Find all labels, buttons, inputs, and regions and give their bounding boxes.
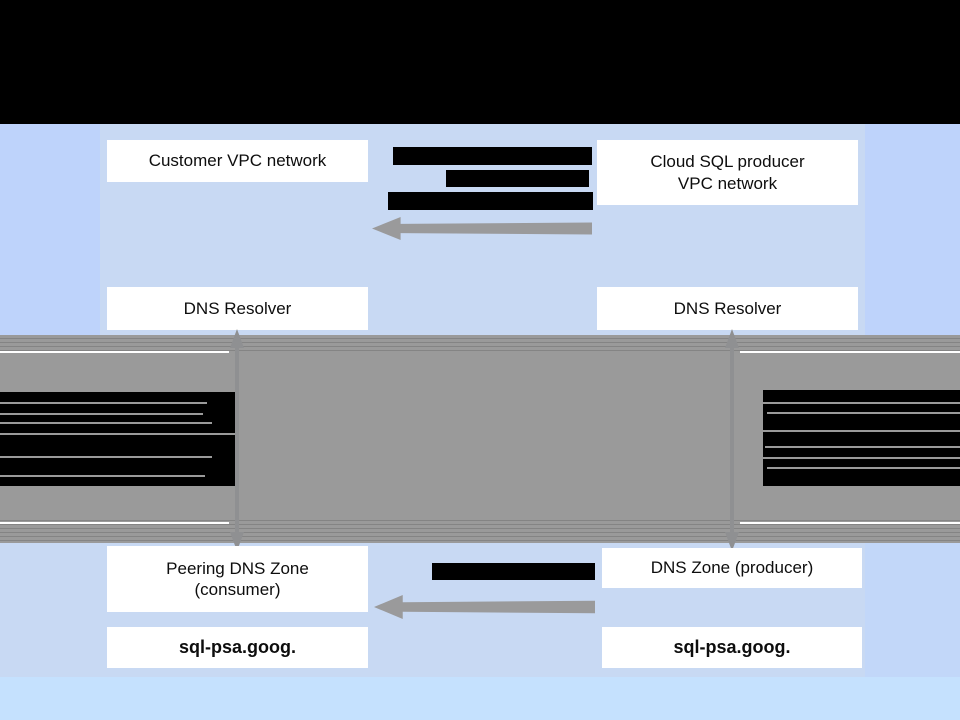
vertical-double-arrow-right bbox=[725, 329, 739, 551]
arrow-up-icon bbox=[230, 329, 244, 348]
customer-vpc-box: Customer VPC network bbox=[107, 140, 368, 182]
consumer-domain-label: sql-psa.goog. bbox=[179, 637, 296, 658]
redacted-header-bar bbox=[0, 0, 960, 124]
top-right-margin bbox=[865, 124, 960, 335]
band-divider-line bbox=[740, 351, 960, 353]
dns-resolver-right-label: DNS Resolver bbox=[673, 298, 782, 318]
producer-vpc-label-line2: VPC network bbox=[677, 173, 778, 193]
producer-vpc-label-line1: Cloud SQL producer bbox=[650, 152, 805, 172]
bottom-right-margin bbox=[865, 543, 960, 677]
dns-zone-producer-box: DNS Zone (producer) bbox=[602, 548, 862, 588]
band-bottom-striation bbox=[0, 517, 960, 543]
redacted-text-line bbox=[446, 170, 589, 187]
customer-vpc-label: Customer VPC network bbox=[148, 151, 327, 171]
dns-zone-producer-label: DNS Zone (producer) bbox=[650, 558, 814, 578]
peering-zone-label-line1: Peering DNS Zone bbox=[166, 558, 309, 578]
producer-domain-label: sql-psa.goog. bbox=[673, 637, 791, 658]
redacted-text-line bbox=[393, 147, 592, 165]
footer-strip bbox=[0, 677, 960, 720]
peering-dns-zone-box: Peering DNS Zone (consumer) bbox=[107, 546, 368, 612]
redacted-text-line bbox=[432, 563, 595, 580]
redacted-annotation-left bbox=[0, 392, 235, 486]
band-divider-line bbox=[0, 351, 229, 353]
dns-resolver-right-box: DNS Resolver bbox=[597, 287, 858, 330]
band-divider-line bbox=[0, 522, 229, 524]
dns-resolver-left-box: DNS Resolver bbox=[107, 287, 368, 330]
arrow-down-icon bbox=[725, 532, 739, 551]
dns-resolver-left-label: DNS Resolver bbox=[183, 298, 292, 318]
redacted-text-line bbox=[388, 192, 593, 210]
redacted-annotation-right bbox=[763, 390, 960, 486]
producer-vpc-box: Cloud SQL producer VPC network bbox=[597, 140, 858, 205]
top-left-margin bbox=[0, 124, 100, 335]
band-divider-line bbox=[740, 522, 960, 524]
peering-zone-label-line2: (consumer) bbox=[194, 580, 281, 599]
producer-domain-box: sql-psa.goog. bbox=[602, 627, 862, 668]
consumer-domain-box: sql-psa.goog. bbox=[107, 627, 368, 668]
arrow-up-icon bbox=[725, 329, 739, 348]
